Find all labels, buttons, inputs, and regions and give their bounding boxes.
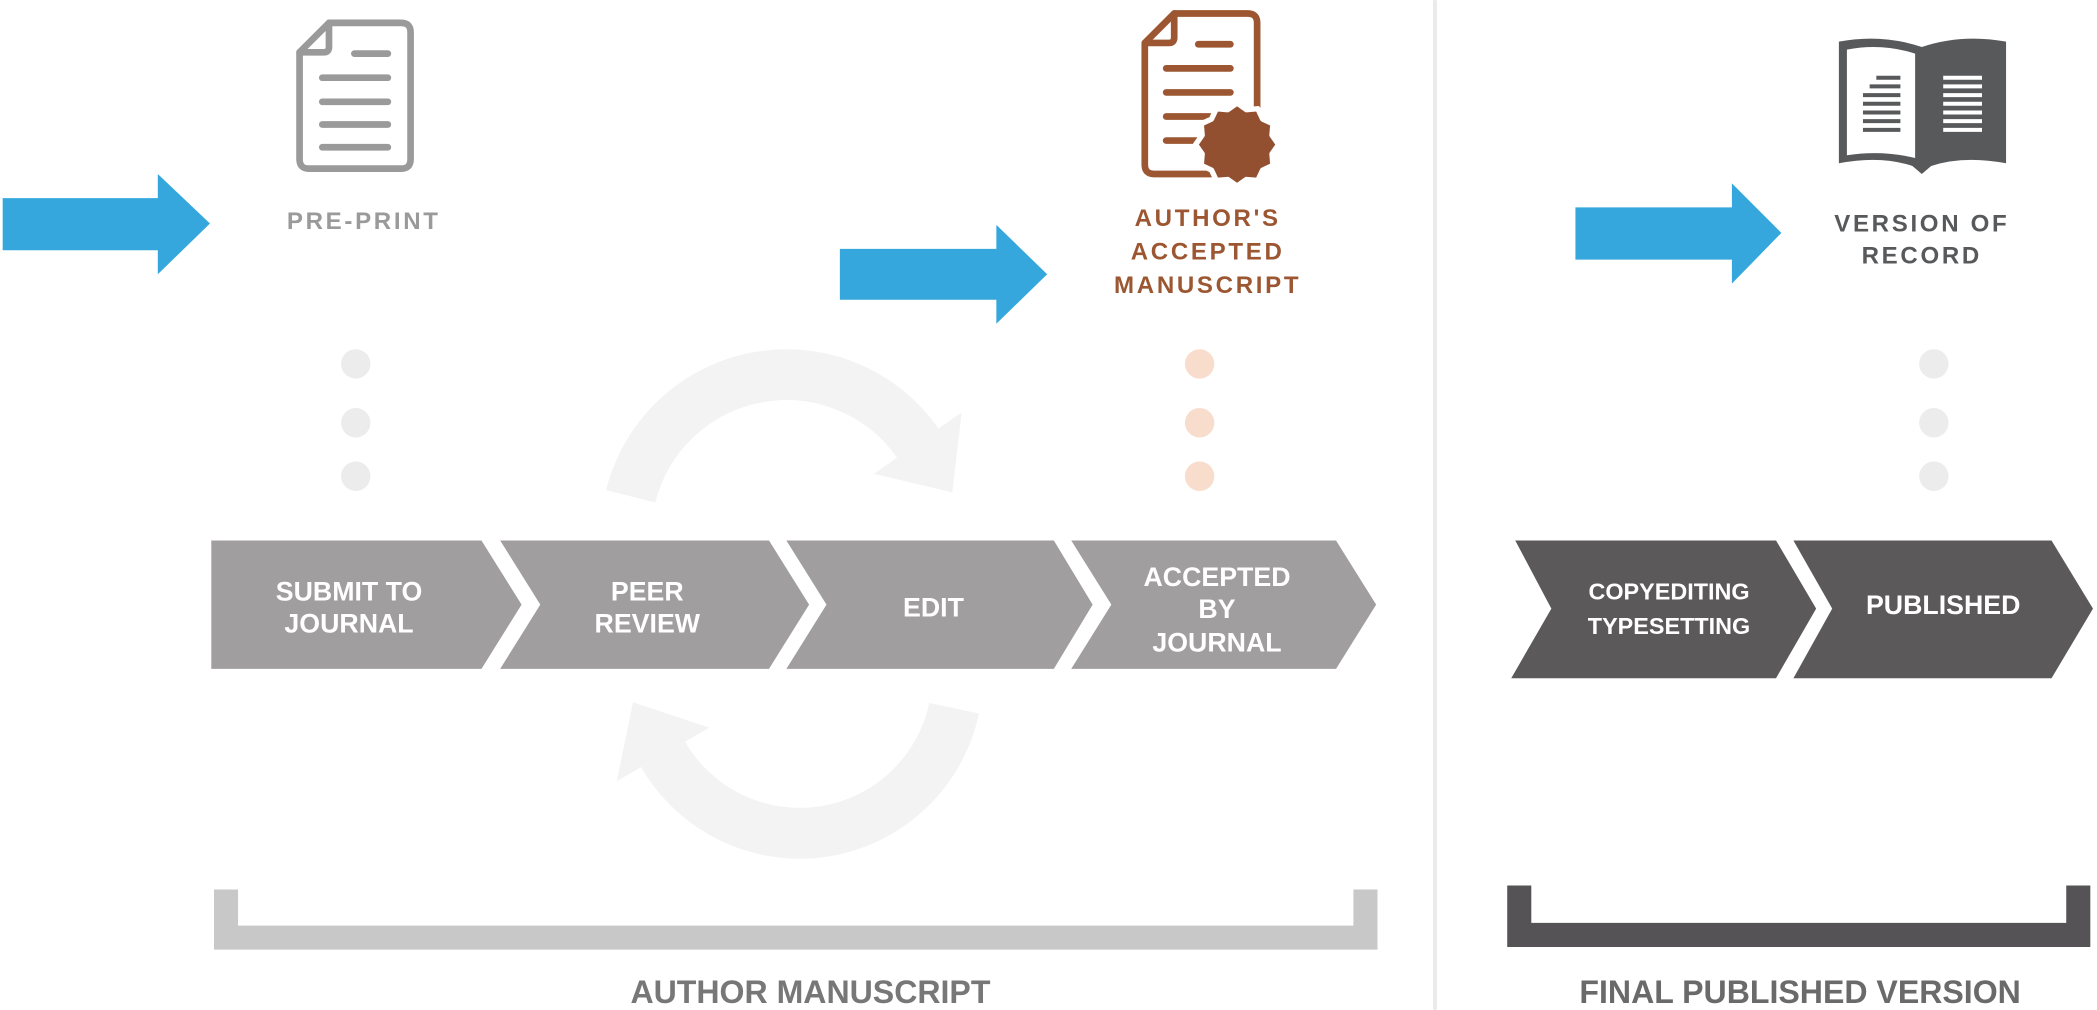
- cycle-arc-bottom: [641, 702, 979, 859]
- step-label: JOURNAL: [284, 609, 413, 639]
- connector-dot: [1919, 349, 1949, 379]
- step-edit: EDIT: [786, 540, 1093, 669]
- document-icon: [296, 19, 414, 172]
- step-label: COPYEDITING: [1588, 578, 1749, 604]
- step-chevron: [211, 540, 522, 669]
- connector-dot: [1184, 349, 1215, 379]
- step-chevron: [1071, 540, 1377, 669]
- step-label: JOURNAL: [1152, 627, 1281, 657]
- stage-label: ACCEPTED: [1131, 239, 1285, 266]
- group-label: AUTHOR MANUSCRIPT: [630, 974, 990, 1010]
- right-page-lines: [1943, 75, 1982, 132]
- group-label: FINAL PUBLISHED VERSION: [1579, 974, 2020, 1010]
- published-steps: COPYEDITING TYPESETTING PUBLISHED: [1511, 540, 2093, 679]
- cycle-arrows-icon: [606, 349, 979, 859]
- step-submit-to-journal: SUBMIT TO JOURNAL: [211, 540, 522, 669]
- step-chevron: [500, 540, 810, 669]
- group-final-published-version: FINAL PUBLISHED VERSION: [1507, 885, 2091, 1010]
- certified-document-icon: [1141, 10, 1282, 189]
- group-bracket: [213, 889, 1378, 950]
- step-published: PUBLISHED: [1793, 540, 2093, 679]
- connector-dot: [1184, 461, 1215, 491]
- arrow-right-icon: [1575, 183, 1782, 284]
- step-label: PUBLISHED: [1866, 590, 2020, 620]
- connector-dots: [341, 349, 371, 491]
- document-fold: [1141, 10, 1178, 47]
- step-chevron: [1511, 540, 1817, 679]
- cycle-arrowhead-bottom: [616, 702, 710, 782]
- stage-label: RECORD: [1862, 243, 1982, 270]
- connector-dot: [341, 408, 371, 438]
- connector-dot: [1184, 408, 1215, 438]
- step-label: ACCEPTED: [1143, 562, 1290, 592]
- step-label: BY: [1198, 594, 1235, 624]
- stage-version-of-record: VERSION OF RECORD: [1834, 38, 2009, 491]
- connector-dots: [1184, 349, 1215, 491]
- manuscript-steps: SUBMIT TO JOURNAL PEER REVIEW EDIT ACCEP…: [211, 540, 1377, 669]
- stage-accepted-manuscript: AUTHOR'S ACCEPTED MANUSCRIPT: [1114, 10, 1301, 491]
- stage-label: VERSION OF: [1834, 211, 2009, 238]
- step-label: EDIT: [903, 593, 965, 623]
- group-author-manuscript: AUTHOR MANUSCRIPT: [213, 889, 1378, 1010]
- arrow-right-icon: [839, 224, 1048, 324]
- stage-label: PRE-PRINT: [287, 208, 441, 235]
- connector-dot: [341, 461, 371, 491]
- arrow-right-icon: [2, 174, 210, 275]
- step-label: REVIEW: [595, 609, 701, 639]
- connector-dot: [1919, 461, 1949, 491]
- open-book-icon: [1838, 38, 2007, 175]
- step-accepted-by-journal: ACCEPTED BY JOURNAL: [1071, 540, 1377, 669]
- connector-dots: [1919, 349, 1949, 491]
- document-fold: [296, 19, 333, 56]
- document-outline: [296, 19, 414, 172]
- step-label: PEER: [611, 577, 684, 607]
- connector-dot: [341, 349, 371, 379]
- step-peer-review: PEER REVIEW: [500, 540, 810, 669]
- stage-label: MANUSCRIPT: [1114, 272, 1301, 299]
- seal-badge-icon: [1192, 100, 1282, 189]
- cycle-arrowhead-top: [873, 412, 962, 493]
- pointer-arrows: [2, 174, 1782, 324]
- step-label: SUBMIT TO: [276, 577, 423, 607]
- group-bracket: [1507, 885, 2091, 948]
- left-page-lines: [1862, 75, 1901, 132]
- connector-dot: [1919, 408, 1949, 438]
- stage-label: AUTHOR'S: [1135, 205, 1281, 232]
- step-chevron: [1793, 540, 2093, 679]
- step-label: TYPESETTING: [1588, 613, 1750, 639]
- step-copyediting-typesetting: COPYEDITING TYPESETTING: [1511, 540, 1817, 679]
- stage-preprint: PRE-PRINT: [287, 19, 441, 491]
- cycle-arc-top: [606, 349, 939, 503]
- step-chevron: [786, 540, 1093, 669]
